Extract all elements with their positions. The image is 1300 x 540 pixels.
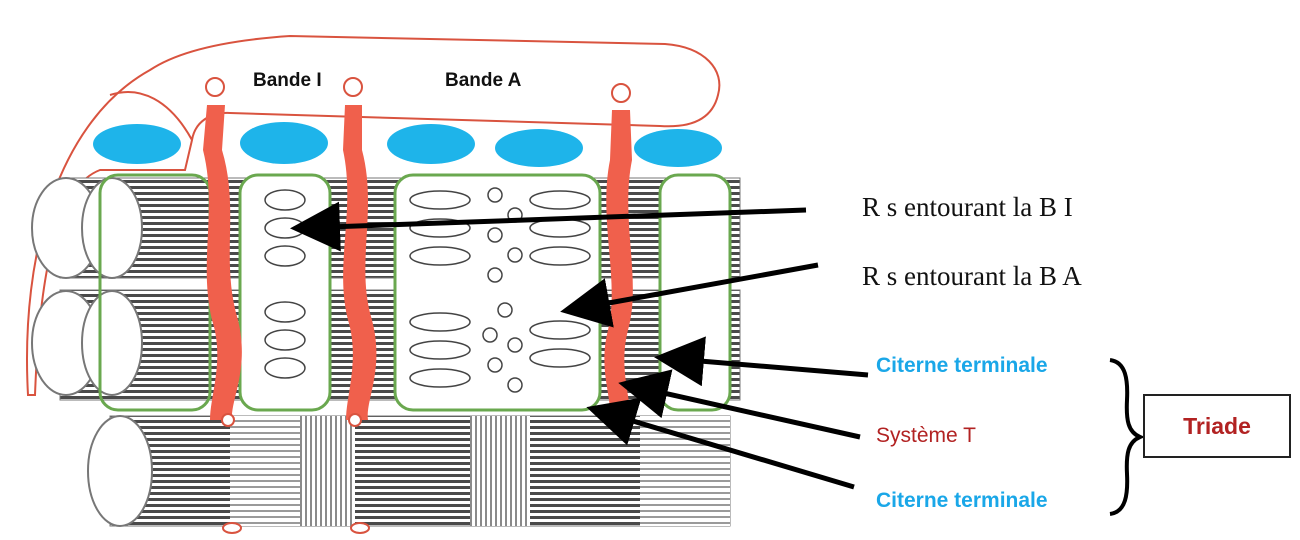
nucleus	[240, 122, 328, 164]
myofibrils	[32, 178, 740, 526]
triade-label: Triade	[1145, 396, 1289, 456]
systeme-t-label: Système T	[876, 424, 976, 448]
band-a-label: Bande A	[445, 70, 521, 92]
nucleus	[93, 124, 181, 164]
nucleus	[387, 124, 475, 164]
band-i-label: Bande I	[253, 70, 322, 92]
rs-bande-a-label: R s entourant la B A	[862, 261, 1082, 292]
citerne-terminale-bottom-label: Citerne terminale	[876, 489, 1048, 513]
nucleus	[634, 129, 722, 167]
nucleus	[495, 129, 583, 167]
citerne-terminale-top-label: Citerne terminale	[876, 354, 1048, 378]
rs-bande-i-label: R s entourant la B I	[862, 192, 1073, 223]
triade-box: Triade	[1143, 394, 1291, 458]
